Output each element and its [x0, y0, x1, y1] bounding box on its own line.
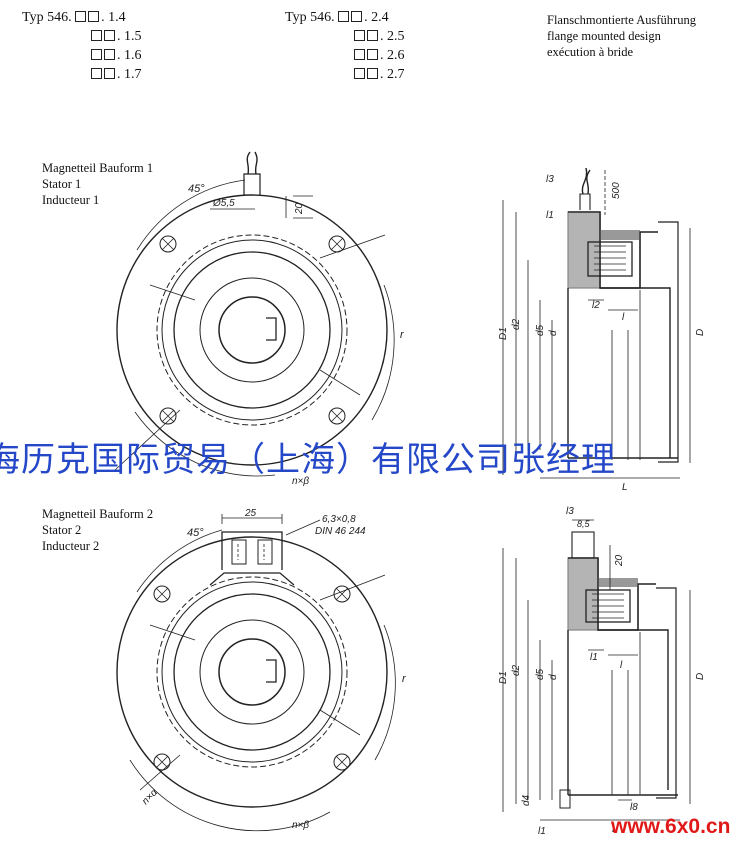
side-L: L: [612, 824, 618, 835]
side-D: D: [695, 329, 706, 336]
dim-r: r: [400, 329, 405, 341]
dim-width: 25: [244, 508, 257, 519]
side-l1: l1: [546, 210, 554, 221]
side-L: L: [622, 482, 628, 493]
form1-front-view: [114, 151, 395, 477]
dim-connector-size: 6,3×0,8: [322, 514, 356, 525]
side-D1: D1: [498, 671, 509, 684]
side-d: d: [548, 330, 559, 336]
side-l8: l8: [630, 802, 638, 813]
mounting-hole: [153, 585, 351, 771]
type-prefix: Typ 546.: [285, 10, 335, 25]
side-D: D: [695, 673, 706, 680]
form1-side-view: [502, 167, 691, 479]
side-d: d: [548, 674, 559, 680]
side-l1: l1: [590, 652, 598, 663]
dim-height: 20: [294, 202, 305, 215]
side-l1-bottom: l1: [538, 826, 546, 837]
form2-label: Magnetteil Bauform 2 Stator 2 Inducteur …: [42, 507, 154, 553]
type-list-1: Typ 546. . 1.4 . 1.5 . 1.6 . 1.7: [22, 10, 142, 82]
side-l: l: [620, 660, 623, 671]
mounting-hole: [159, 235, 346, 425]
side-d5: d5: [535, 668, 546, 680]
dim-hole: Ø5,5: [212, 198, 235, 209]
form2-front-view: [116, 514, 396, 832]
type-list-2: Typ 546. . 2.4 . 2.5 . 2.6 . 2.7: [285, 10, 405, 82]
dim-nxb: n×β: [292, 476, 309, 487]
side-d2: d2: [511, 664, 522, 676]
side-d5: d5: [535, 324, 546, 336]
form2-side-view: [502, 519, 691, 821]
design-description: Flanschmontierte Ausführung flange mount…: [547, 13, 696, 59]
site-watermark: www.6x0.cn: [611, 815, 731, 838]
side-l: l: [622, 312, 625, 323]
side-d2: d2: [511, 318, 522, 330]
side-l2: l2: [592, 300, 600, 311]
side-height: 20: [614, 554, 625, 567]
dim-angle: 45°: [187, 527, 204, 539]
dim-nxa: n×α: [140, 787, 160, 807]
dim-angle: 45°: [188, 183, 205, 195]
dim-r: r: [402, 673, 407, 685]
side-l3: l3: [566, 506, 574, 517]
company-watermark: 海历克国际贸易（上海）有限公司张经理: [0, 440, 616, 480]
side-l3: l3: [546, 174, 554, 185]
side-cable-length: 500: [611, 182, 622, 199]
type-prefix: Typ 546.: [22, 10, 72, 25]
dim-connector-standard: DIN 46 244: [315, 526, 366, 537]
side-d4: d4: [521, 794, 532, 806]
dim-nxb: n×β: [292, 820, 309, 831]
side-width: 8,5: [577, 519, 591, 529]
side-D1: D1: [498, 327, 509, 340]
form1-label: Magnetteil Bauform 1 Stator 1 Inducteur …: [42, 161, 154, 207]
